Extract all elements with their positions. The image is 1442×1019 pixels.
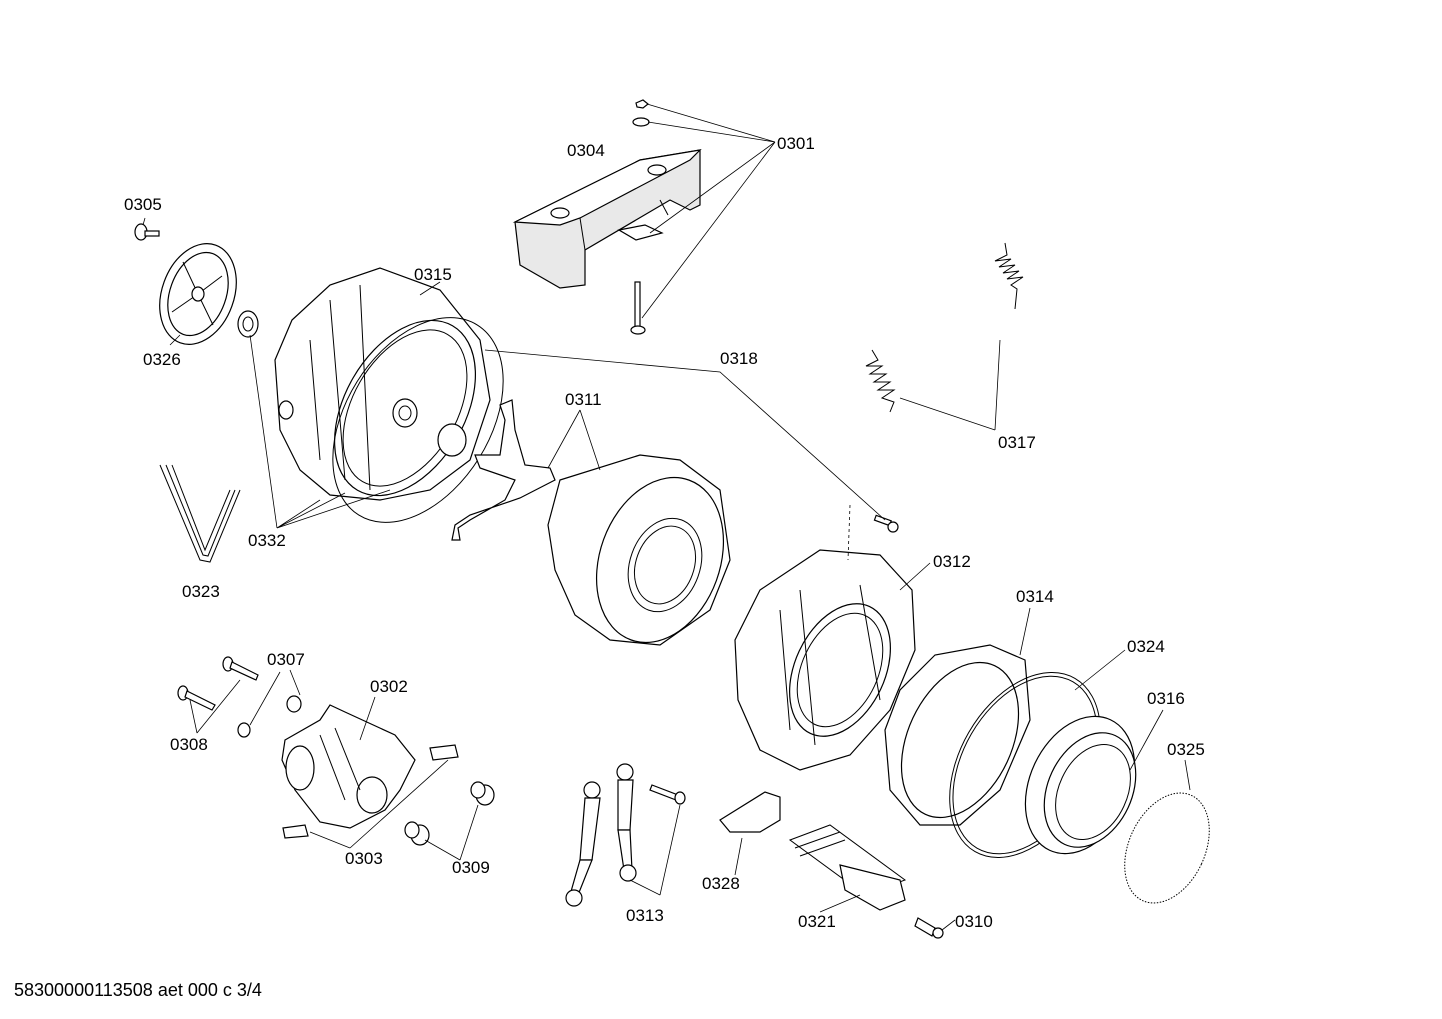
part-0311-counterweight <box>547 454 731 646</box>
label-0301: 0301 <box>777 134 815 153</box>
label-0302: 0302 <box>370 677 408 696</box>
part-0323-belt <box>159 464 241 563</box>
label-0312: 0312 <box>933 552 971 571</box>
part-0301-hardware <box>617 99 664 335</box>
part-0328-clip <box>719 791 781 833</box>
part-0305-screw <box>134 223 160 241</box>
part-shock-bracket <box>451 399 556 541</box>
label-0328: 0328 <box>702 874 740 893</box>
part-0310-sensor <box>914 917 944 939</box>
label-0332: 0332 <box>248 531 286 550</box>
part-0315-rear-tub <box>274 267 491 501</box>
part-0318-screw <box>873 514 899 533</box>
part-0302-motor <box>281 704 459 839</box>
label-0318: 0318 <box>720 349 758 368</box>
part-0316-door-seal <box>1024 715 1137 855</box>
part-0325-clamp-spring <box>1124 792 1210 904</box>
label-0314: 0314 <box>1016 587 1054 606</box>
label-0304: 0304 <box>567 141 605 160</box>
label-0305: 0305 <box>124 195 162 214</box>
part-0309-bushings <box>404 781 495 846</box>
leader-lines <box>142 103 1191 931</box>
part-0313-dampers <box>565 763 686 907</box>
label-0325: 0325 <box>1167 740 1205 759</box>
part-0304-bracket <box>512 149 702 289</box>
label-0309: 0309 <box>452 858 490 877</box>
label-0307: 0307 <box>267 650 305 669</box>
label-0323: 0323 <box>182 582 220 601</box>
label-0324: 0324 <box>1127 637 1165 656</box>
label-0310: 0310 <box>955 912 993 931</box>
part-0307-0308-screws <box>177 656 302 738</box>
part-0326-pulley <box>159 243 259 345</box>
part-0321-heater <box>788 824 907 911</box>
label-0308: 0308 <box>170 735 208 754</box>
label-0303: 0303 <box>345 849 383 868</box>
part-labels: 0301 0304 0305 0315 0326 0318 0311 0317 … <box>124 134 1205 931</box>
label-0315: 0315 <box>414 265 452 284</box>
label-0313: 0313 <box>626 906 664 925</box>
part-0314-front-ring <box>884 644 1031 826</box>
label-0321: 0321 <box>798 912 836 931</box>
part-0312-front-tub <box>734 549 916 771</box>
part-0317-springs <box>865 242 1024 413</box>
label-0326: 0326 <box>143 350 181 369</box>
label-0317: 0317 <box>998 433 1036 452</box>
label-0316: 0316 <box>1147 689 1185 708</box>
label-0311: 0311 <box>565 390 602 409</box>
document-id: 58300000113508 aet 000 c 3/4 <box>14 980 262 1000</box>
